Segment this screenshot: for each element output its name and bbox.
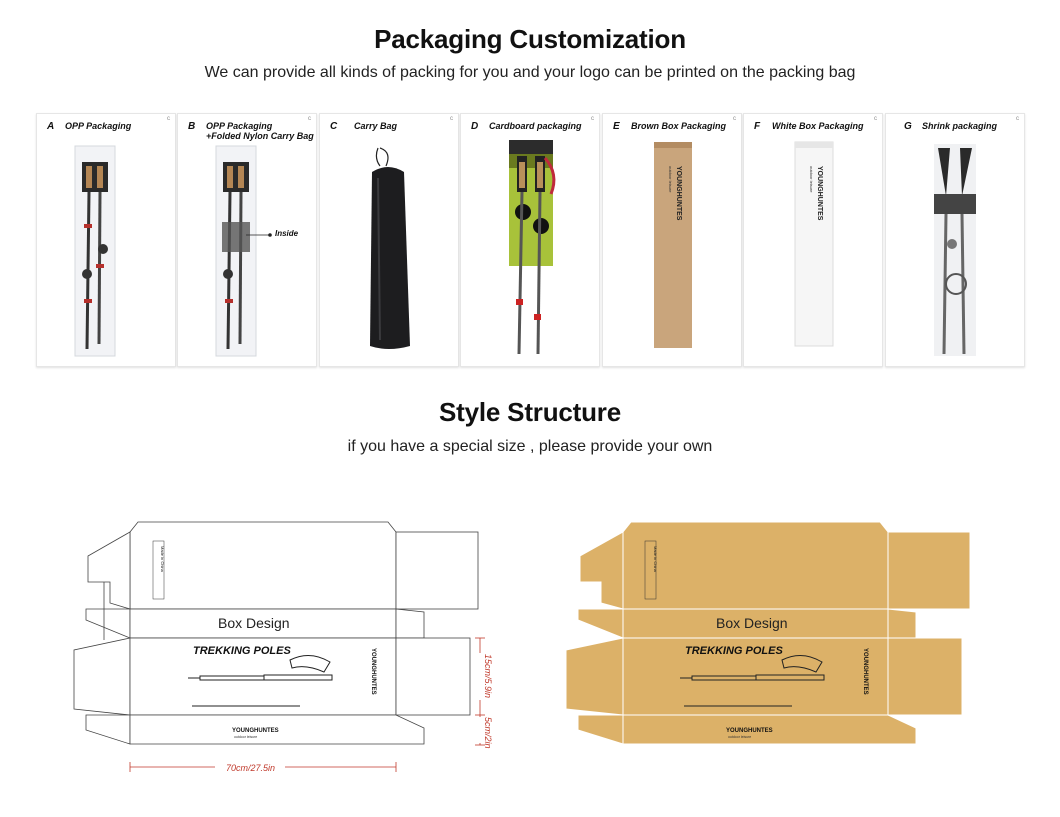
panel-letter: E: [613, 121, 620, 132]
panel-letter: F: [754, 121, 761, 132]
trekking-pole-illustration: [188, 655, 333, 707]
panel-name: Carry Bag: [354, 121, 398, 131]
panel-corner-mark: c: [167, 116, 170, 122]
panel-name: Shrink packaging: [922, 121, 998, 131]
panel-name: OPP Packaging: [65, 121, 132, 131]
box-brand: YOUNGHUNTES: [675, 166, 682, 221]
panel-shrink[interactable]: G Shrink packaging c: [885, 113, 1025, 367]
panel-letter: C: [330, 121, 338, 132]
panel-brown-box[interactable]: E Brown Box Packaging c YOUNGHUNTES outd…: [602, 113, 742, 367]
trekking-poles-label-kraft: TREKKING POLES: [685, 645, 783, 657]
panel-opp[interactable]: A OPP Packaging c: [36, 113, 176, 367]
dim-height: 15cm/5.9in: [483, 654, 493, 698]
panel-cardboard[interactable]: D Cardboard packaging c: [460, 113, 600, 367]
panel-letter: G: [904, 121, 912, 132]
brand-bottom: YOUNGHUNTES: [232, 728, 279, 734]
panel-name: Cardboard packaging: [489, 121, 582, 131]
panel-white-box[interactable]: F White Box Packaging c YOUNGHUNTES outd…: [743, 113, 883, 367]
panel-name: OPP Packaging: [206, 121, 273, 131]
cardboard-pack-image: [509, 140, 556, 355]
page-subtitle: We can provide all kinds of packing for …: [204, 64, 856, 81]
box-design-label: Box Design: [218, 615, 290, 631]
carry-bag-image: [370, 147, 410, 349]
page-title: Packaging Customization: [374, 24, 686, 54]
brown-box-image: YOUNGHUNTES outdoor leisure: [654, 142, 692, 348]
made-in-label: Made in China: [160, 546, 165, 573]
panel-corner-mark: c: [308, 116, 311, 122]
tagline-bottom: outdoor leisure: [234, 735, 257, 739]
white-box-image: YOUNGHUNTES outdoor leisure: [794, 141, 834, 347]
panel-corner-mark: c: [733, 116, 736, 122]
panel-opp-carry-bag[interactable]: B OPP Packaging +Folded Nylon Carry Bag …: [177, 113, 317, 367]
trekking-pole-illustration-kraft: [680, 655, 825, 707]
inside-callout: Inside: [275, 229, 299, 238]
dim-length: 70cm/27.5in: [226, 763, 275, 773]
panel-corner-mark: c: [874, 116, 877, 122]
panel-corner-mark: c: [450, 116, 453, 122]
box-tagline: outdoor leisure: [809, 166, 814, 193]
panel-letter: A: [47, 121, 55, 132]
panel-letter: B: [188, 121, 196, 132]
brand-side: YOUNGHUNTES: [370, 648, 376, 695]
tagline-bottom-kraft: outdoor leisure: [728, 735, 751, 739]
panel-corner-mark: c: [1016, 116, 1019, 122]
box-brand: YOUNGHUNTES: [816, 166, 823, 221]
brand-side-kraft: YOUNGHUNTES: [862, 648, 868, 695]
dim-depth: 5cm/2in: [483, 717, 493, 749]
panel-name-line2: +Folded Nylon Carry Bag: [206, 131, 314, 141]
panel-name: Brown Box Packaging: [631, 121, 727, 131]
opp-bag-with-carry-bag-image: [215, 145, 272, 357]
box-design-label-kraft: Box Design: [716, 615, 788, 631]
trekking-poles-label: TREKKING POLES: [193, 645, 291, 657]
opp-bag-image: [74, 145, 116, 357]
panel-letter: D: [471, 121, 479, 132]
packaging-options: A OPP Packaging c B OPP Packaging +Folde…: [36, 113, 1026, 367]
panel-name: White Box Packaging: [772, 121, 864, 131]
made-in-label-kraft: Made in China: [653, 546, 658, 573]
brand-bottom-kraft: YOUNGHUNTES: [726, 728, 773, 734]
structure-subtitle: if you have a special size , please prov…: [347, 438, 713, 455]
panel-carry-bag[interactable]: C Carry Bag c: [319, 113, 459, 367]
panel-corner-mark: c: [591, 116, 594, 122]
structure-title: Style Structure: [439, 397, 621, 427]
box-tagline: outdoor leisure: [668, 166, 673, 193]
shrink-pack-image: [934, 144, 976, 356]
